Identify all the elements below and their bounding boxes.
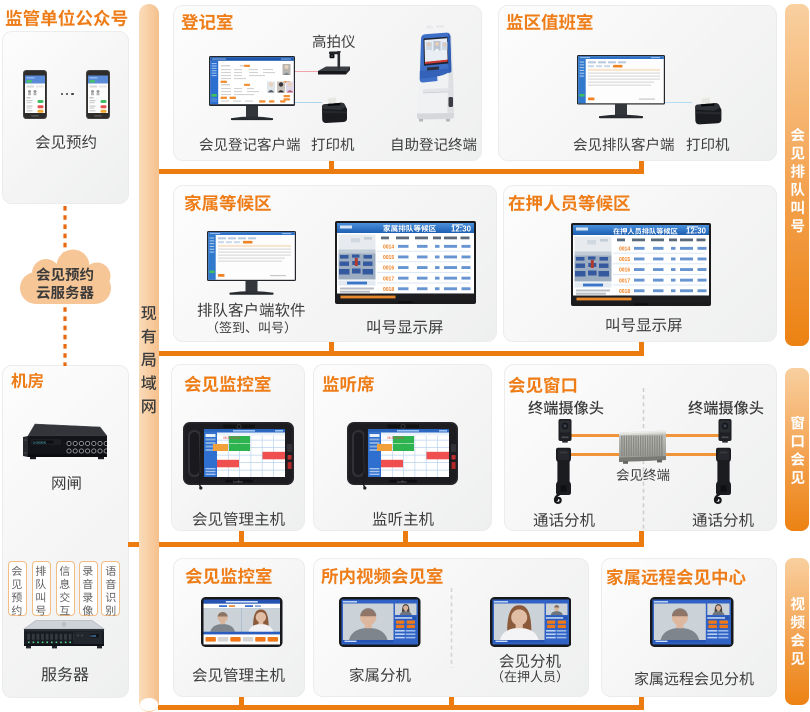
svg-text:LonBon: LonBon [233,479,243,483]
svg-text:0015: 0015 [383,255,394,261]
svg-text:0014: 0014 [383,245,394,251]
svg-text:0017: 0017 [383,276,394,282]
svg-text:0016: 0016 [619,268,630,274]
svg-text:12:30: 12:30 [686,227,707,236]
svg-text:0014: 0014 [619,247,630,253]
svg-text:0017: 0017 [619,278,630,284]
svg-text:0.0000000: 0.0000000 [33,440,47,444]
svg-text:0016: 0016 [383,266,394,272]
svg-text:08:30-09:00: 08:30-09:00 [387,436,404,440]
svg-text:LonBon: LonBon [397,479,407,483]
svg-text:0018: 0018 [383,287,394,293]
svg-text:08:30-09:00: 08:30-09:00 [223,436,240,440]
svg-text:0015: 0015 [619,257,630,263]
svg-text:12:30: 12:30 [451,225,472,234]
svg-text:ID88: ID88 [91,634,97,638]
svg-text:0018: 0018 [619,289,630,295]
